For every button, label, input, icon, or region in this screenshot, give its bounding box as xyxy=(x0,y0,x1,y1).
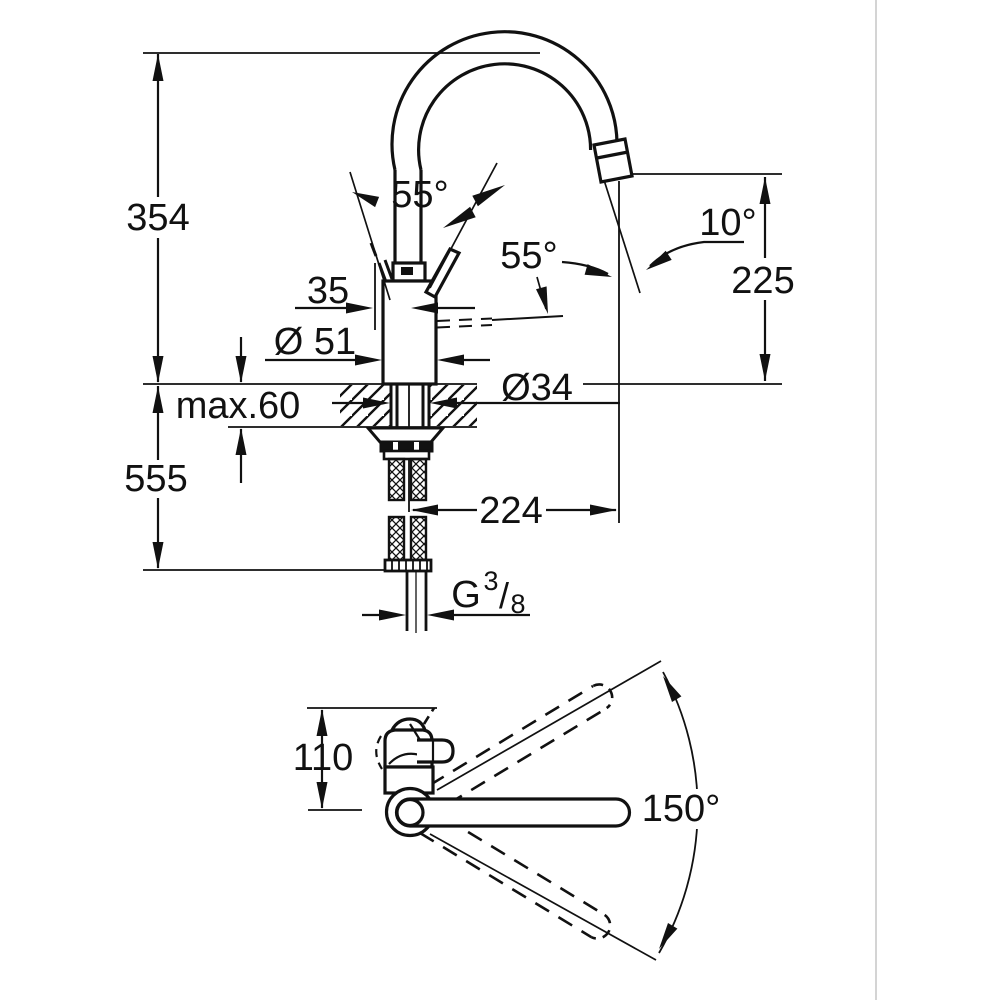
top-view: 110 150° xyxy=(293,660,728,961)
mounting-washer xyxy=(364,426,447,444)
top-extension-lines xyxy=(307,707,437,811)
mounting-nut xyxy=(379,440,434,453)
dim-handle-swing-side: 55° xyxy=(500,235,557,277)
dim-handle-offset: 35 xyxy=(307,270,349,312)
mounting-hardware xyxy=(364,384,447,461)
dim-overall-height: 354 xyxy=(126,197,189,239)
thread-separator: / xyxy=(499,575,509,616)
thread-label: G 3 / 8 xyxy=(451,566,525,619)
dim-handle-depth: 110 xyxy=(293,737,354,779)
plan-handle-knob xyxy=(417,738,455,764)
lever-closed-dashed xyxy=(436,315,564,329)
supply-hoses xyxy=(383,457,433,633)
counter-hatch xyxy=(340,385,477,426)
plan-spout xyxy=(394,797,632,828)
spout-outer-curve xyxy=(390,30,619,171)
faucet-body xyxy=(381,279,438,386)
dim-handle-swing-front: 55° xyxy=(391,174,448,216)
spout-outlet xyxy=(592,137,634,184)
plan-handle-dashed xyxy=(375,735,383,770)
plan-dimension-labels: 110 150° xyxy=(293,737,721,830)
spout-inner-curve xyxy=(417,62,593,171)
plan-pivot-bore xyxy=(395,797,425,828)
dim-hole-diameter: Ø34 xyxy=(501,367,573,409)
arrowheads xyxy=(152,54,771,621)
outlet-angle-line xyxy=(603,179,641,294)
dim-under-counter-height: 555 xyxy=(124,458,187,500)
dim-spout-height: 225 xyxy=(731,260,794,302)
faucet-plan-outline xyxy=(375,717,632,838)
plan-arrowheads xyxy=(316,676,682,949)
dim-swivel-angle: 150° xyxy=(642,788,721,830)
swivel-boundary-lines xyxy=(429,660,662,961)
dim-spout-reach: 224 xyxy=(479,490,542,532)
lever-handle xyxy=(423,246,462,300)
faucet-outline xyxy=(381,30,634,386)
extension-lines xyxy=(143,52,782,571)
dimension-lines xyxy=(156,54,767,617)
thread-prefix: G xyxy=(451,574,481,616)
side-view: 354 555 max.60 35 Ø 51 Ø34 225 224 10° 5… xyxy=(124,30,795,633)
thread-numerator: 3 xyxy=(483,566,498,596)
dim-counter-thickness: max.60 xyxy=(176,385,301,427)
dim-body-diameter: Ø 51 xyxy=(274,321,356,363)
dim-outlet-angle: 10° xyxy=(699,202,756,244)
thread-denominator: 8 xyxy=(510,589,525,619)
dimension-labels: 354 555 max.60 35 Ø 51 Ø34 225 224 10° 5… xyxy=(124,174,794,619)
